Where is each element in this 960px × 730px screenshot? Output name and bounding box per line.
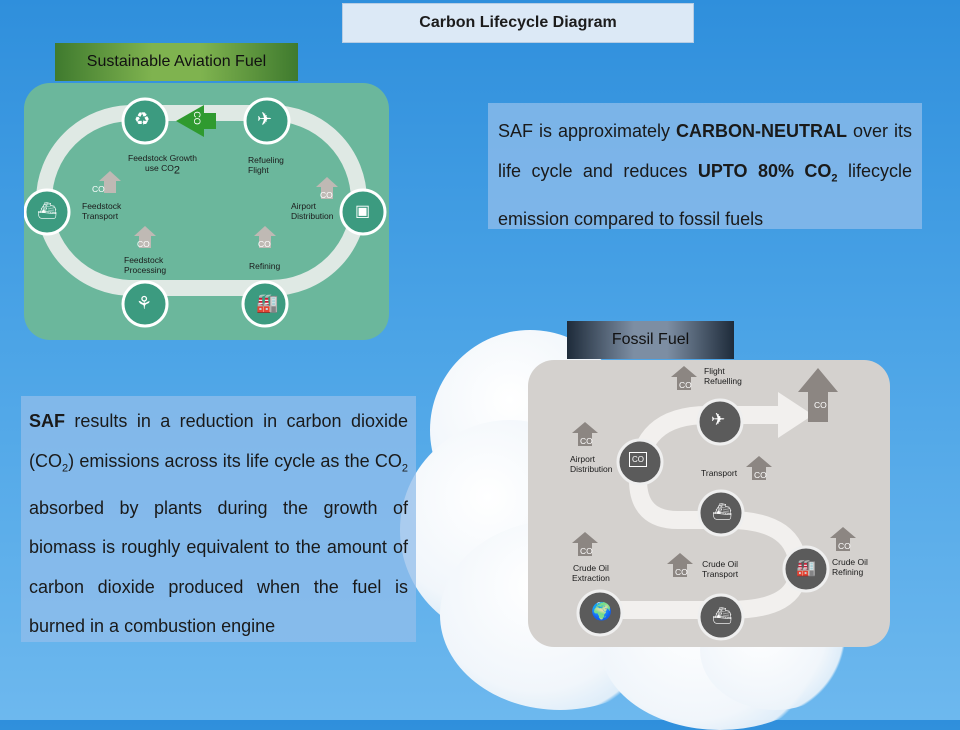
fossil-tab: Fossil Fuel xyxy=(567,321,734,359)
co2-badge: CO xyxy=(838,541,851,551)
co2-badge: CO xyxy=(320,190,333,200)
factory-icon: 🏭 xyxy=(256,293,279,313)
airplane-icon: ✈ xyxy=(257,109,273,129)
co2-badge: CO xyxy=(679,380,692,390)
fuel-can-icon: ▣ xyxy=(355,203,371,220)
saf-cycle-graphic xyxy=(24,97,387,328)
ship-icon: ⛴ xyxy=(37,203,58,220)
co2-badge: CO xyxy=(754,470,767,480)
saf-summary-text: SAF is approximately CARBON-NEUTRAL over… xyxy=(488,103,922,229)
co2-badge: CO xyxy=(814,400,827,410)
refinery-icon: 🏭 xyxy=(796,560,816,577)
fossil-path-graphic xyxy=(572,366,856,641)
saf-arrow-label: CO xyxy=(191,111,202,125)
plant-icon: ⚘ xyxy=(136,293,153,313)
stage-refining: Refining xyxy=(249,261,281,271)
saf-tab: Sustainable Aviation Fuel xyxy=(55,43,298,81)
diagram-title: Carbon Lifecycle Diagram xyxy=(342,3,694,43)
co2-badge: CO xyxy=(137,239,150,249)
fuel-drum-icon: CO xyxy=(629,452,647,467)
co2-badge: CO xyxy=(675,567,688,577)
airplane-icon: ✈ xyxy=(711,410,726,429)
saf-explanation-text: SAF results in a reduction in carbon dio… xyxy=(21,396,416,642)
saf-panel: CO ♻ ✈ ⛴ ▣ ⚘ 🏭 CO CO CO CO Feedstock Gro… xyxy=(24,83,389,340)
co2-badge: CO xyxy=(580,436,593,446)
ship-icon: ⛴ xyxy=(712,504,733,521)
fossil-panel: ✈ CO ⛴ 🏭 🌍 ⛴ CO CO CO CO CO CO CO Flight… xyxy=(528,360,890,647)
co2-badge: CO xyxy=(258,239,271,249)
co2-badge: CO xyxy=(92,184,105,194)
stage-transport: Transport xyxy=(701,468,738,478)
ship-icon: ⛴ xyxy=(712,608,733,625)
globe-icon: 🌍 xyxy=(591,602,613,621)
recycle-leaf-icon: ♻ xyxy=(134,109,151,129)
co2-badge: CO xyxy=(580,546,593,556)
